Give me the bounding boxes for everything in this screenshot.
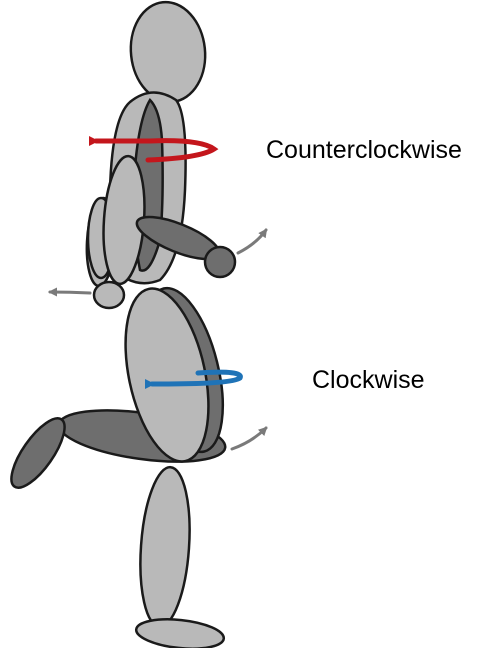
near-shin — [135, 466, 194, 629]
motion-arrow-icon — [238, 230, 266, 253]
clockwise-label: Clockwise — [312, 368, 425, 393]
counterclockwise-label: Counterclockwise — [266, 138, 462, 163]
near-foot — [135, 615, 225, 648]
motion-arrow-icon — [232, 428, 266, 449]
pelvis — [94, 282, 124, 308]
motion-arrow-icon — [50, 292, 90, 293]
head — [126, 0, 210, 106]
far-foot — [2, 411, 74, 495]
near-fist — [205, 247, 235, 277]
